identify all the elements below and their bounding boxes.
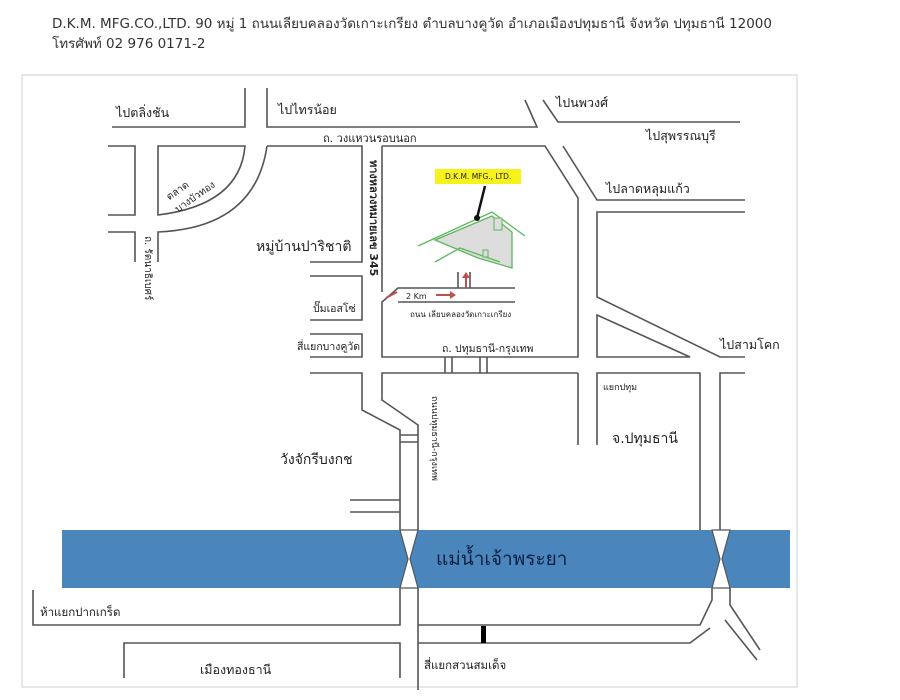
label-village: หมู่บ้านปาริชาติ xyxy=(256,239,352,255)
label-ring-road: ถ. วงแหวนรอบนอก xyxy=(323,132,417,145)
label-wang-chak: วังจักรีบงกช xyxy=(280,452,353,468)
label-bang-khu-wat-junction: สี่แยกบางคูวัด xyxy=(297,341,361,353)
label-to-taling-chan: ไปตลิ่งชัน xyxy=(116,105,170,120)
factory-building-icon xyxy=(417,185,526,269)
label-pathum-bangkok-road: ถ. ปทุมธานี-กรุงเทพ xyxy=(442,343,534,355)
label-canal-road: ถนน เลียบคลองวัดเกาะเกรียง xyxy=(410,310,512,319)
label-esso: ปั๊มเอสโซ่ xyxy=(313,303,356,315)
landmark-marker xyxy=(481,626,486,643)
label-to-suphanburi: ไปสุพรรณบุรี xyxy=(646,128,716,143)
label-pathum-thani: จ.ปทุมธานี xyxy=(612,431,678,447)
roads xyxy=(32,88,761,690)
river-label: แม่น้ำเจ้าพระยา xyxy=(436,548,568,570)
label-to-nopphawong: ไปนพวงศ์ xyxy=(556,95,609,110)
direction-arrows xyxy=(385,272,470,299)
label-pathum-junction: แยกปทุม xyxy=(603,383,638,393)
label-highway-345: ทางหลวงหมายเลข 345 xyxy=(367,160,380,277)
phone-text: โทรศัพท์ 02 976 0171-2 xyxy=(52,36,206,52)
label-vertical-road: ถนนปทุมธานี-กรุงเทพ xyxy=(429,396,439,481)
label-pak-kret: ห้าแยกปากเกร็ด xyxy=(40,605,121,619)
label-rattanathibet: ถ. รัตนาธิเบศร์ xyxy=(142,236,153,301)
company-tag: D.K.M. MFG., LTD. xyxy=(435,169,522,184)
address-text: D.K.M. MFG.CO.,LTD. 90 หมู่ 1 ถนนเลียบคล… xyxy=(52,16,772,32)
map-frame xyxy=(21,74,798,688)
label-suan-somdet: สี่แยกสวนสมเด็จ xyxy=(424,658,507,672)
river-band xyxy=(62,530,790,588)
label-to-sai-noi: ไปไทรน้อย xyxy=(278,102,337,117)
label-to-sam-khok: ไปสามโคก xyxy=(720,337,780,352)
label-muang-thong: เมืองทองธานี xyxy=(200,662,272,677)
label-to-lat-lum-kaeo: ไปลาดหลุมแก้ว xyxy=(606,181,690,196)
distance-label: 2 Km xyxy=(406,292,427,301)
